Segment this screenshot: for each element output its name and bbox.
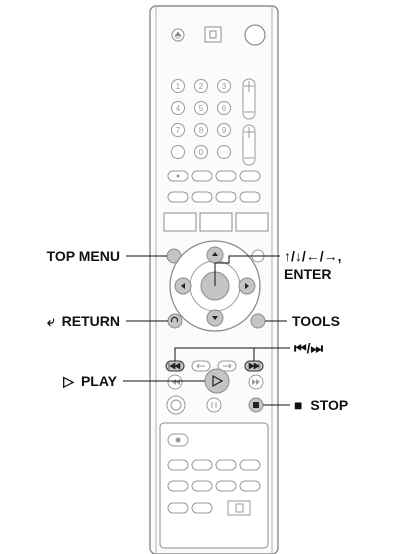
number-key <box>194 145 208 159</box>
record-button <box>166 395 186 415</box>
right-arrow-button <box>238 277 256 295</box>
eject-button <box>171 28 185 42</box>
power-button <box>244 24 266 46</box>
menu-buttons <box>163 212 269 232</box>
play-icon: ▷ <box>62 373 75 389</box>
callout-prev-next <box>174 347 290 361</box>
number-key <box>217 123 231 137</box>
number-key <box>171 101 185 115</box>
advance-button <box>217 360 237 372</box>
number-key <box>171 145 185 159</box>
lower-panel <box>159 422 269 549</box>
rewind-button <box>167 374 183 390</box>
channel-rocker <box>242 124 256 166</box>
number-key-label: 6 <box>222 104 227 113</box>
previous-button <box>165 360 185 372</box>
number-key <box>217 145 231 159</box>
tools-label: TOOLS <box>292 313 340 329</box>
number-key-label: 3 <box>222 82 227 91</box>
next-button <box>244 360 264 372</box>
function-buttons-row-2 <box>167 191 261 203</box>
prev-next-label: ⏮/⏭ <box>294 340 323 356</box>
return-button <box>167 313 183 329</box>
return-label: ⤶ RETURN <box>47 313 120 329</box>
number-key-label: 5 <box>199 104 204 113</box>
play-text: PLAY <box>81 373 118 389</box>
number-key <box>171 123 185 137</box>
stop-label: ■ STOP <box>294 397 348 413</box>
fast-forward-button <box>248 374 264 390</box>
number-key <box>217 101 231 115</box>
number-key-label: 1 <box>176 82 181 91</box>
number-key <box>194 123 208 137</box>
number-key <box>171 79 185 93</box>
play-label: ▷ PLAY <box>62 373 117 389</box>
number-key <box>194 101 208 115</box>
number-key-label: 9 <box>222 126 227 135</box>
callout-enter <box>214 255 280 286</box>
number-key-label: 4 <box>176 104 181 113</box>
tv-video-button <box>204 26 222 43</box>
return-icon: ⤶ <box>47 313 55 329</box>
number-key-label: 8 <box>199 126 204 135</box>
tools-button <box>250 313 266 329</box>
number-key <box>217 79 231 93</box>
volume-rocker <box>242 78 256 120</box>
replay-button <box>191 360 211 372</box>
stop-button <box>248 397 264 413</box>
left-arrow-button <box>174 277 192 295</box>
play-button <box>204 368 230 394</box>
number-key-label: 0 <box>199 148 204 157</box>
up-arrow-button <box>206 246 224 264</box>
callout-lines <box>123 255 290 406</box>
down-arrow-button <box>206 309 224 327</box>
return-text: RETURN <box>62 313 120 329</box>
stop-icon: ■ <box>294 397 302 413</box>
enter-label: ENTER <box>284 266 331 282</box>
arrows-label: ↑/↓/←/→, <box>284 248 342 264</box>
number-key-label: 2 <box>199 82 204 91</box>
number-key-label: 7 <box>176 126 181 135</box>
number-key <box>194 79 208 93</box>
function-buttons-row-1 <box>167 170 261 182</box>
top-menu-label: TOP MENU <box>47 248 120 264</box>
pause-button <box>206 397 222 413</box>
stop-text: STOP <box>310 397 348 413</box>
number-keypad: 1 2 3 4 5 6 7 8 9 0 <box>171 79 231 159</box>
